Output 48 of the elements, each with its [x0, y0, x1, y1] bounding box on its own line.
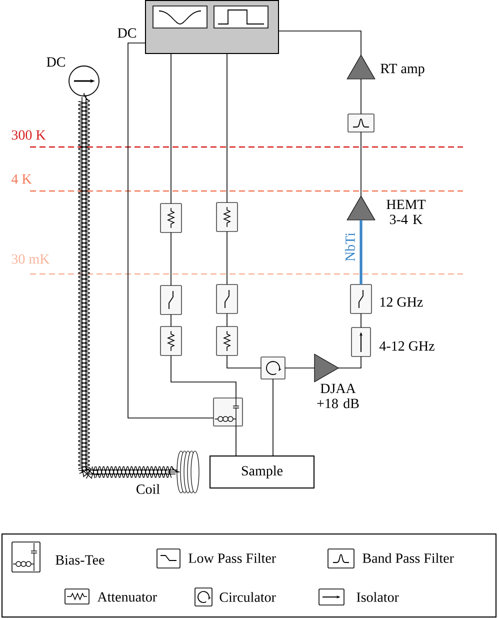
legend-label: Isolator — [356, 592, 399, 602]
legend-label: Bias-Tee — [56, 555, 104, 565]
legend-label: Attenuator — [97, 592, 157, 602]
wire — [170, 53, 172, 204]
temperature-label: 300 K — [12, 130, 46, 140]
wire — [128, 42, 214, 418]
legend-label: Circulator — [220, 592, 276, 602]
temperature-label: 30 mK — [12, 254, 50, 264]
band-pass-filter — [348, 114, 374, 132]
wire — [272, 378, 274, 456]
isolator — [351, 327, 371, 357]
wire — [360, 220, 362, 284]
low-pass-filter — [160, 285, 182, 315]
component-label: 4-12 GHz — [379, 341, 434, 351]
legend-label: Band Pass Filter — [362, 553, 454, 563]
wire — [360, 78, 362, 114]
circulator — [260, 356, 286, 380]
component-label: RT amp — [380, 64, 424, 76]
component-label: 12 GHz — [380, 297, 423, 307]
component-label: DJAA +18 dB — [317, 384, 359, 408]
temperature-label: 4 K — [11, 174, 32, 184]
wire — [338, 356, 362, 368]
edge-label: DC — [118, 28, 136, 38]
component-label: HEMT 3-4 K — [386, 200, 426, 224]
attenuator — [160, 326, 182, 356]
sample-box: Sample — [210, 456, 314, 488]
wire — [226, 313, 228, 327]
wire — [170, 232, 172, 286]
low-pass-filter — [216, 284, 238, 314]
low-pass-filter — [350, 284, 372, 314]
wire — [360, 132, 362, 196]
component-label: DC — [46, 57, 65, 67]
wire — [226, 355, 262, 368]
attenuator — [216, 202, 238, 232]
coil-drawing — [176, 450, 200, 494]
wire — [360, 313, 362, 328]
wire — [278, 30, 362, 56]
component-label: Coil — [136, 484, 160, 494]
attenuator — [160, 203, 182, 233]
wire — [226, 231, 228, 285]
wire — [170, 355, 236, 398]
wire — [170, 314, 172, 327]
edge-label: NbTi — [345, 232, 355, 262]
bias-tee — [213, 398, 243, 426]
wire — [226, 53, 228, 203]
attenuator — [216, 326, 238, 356]
legend-label: Low Pass Filter — [188, 553, 276, 563]
dc-source — [68, 66, 100, 96]
